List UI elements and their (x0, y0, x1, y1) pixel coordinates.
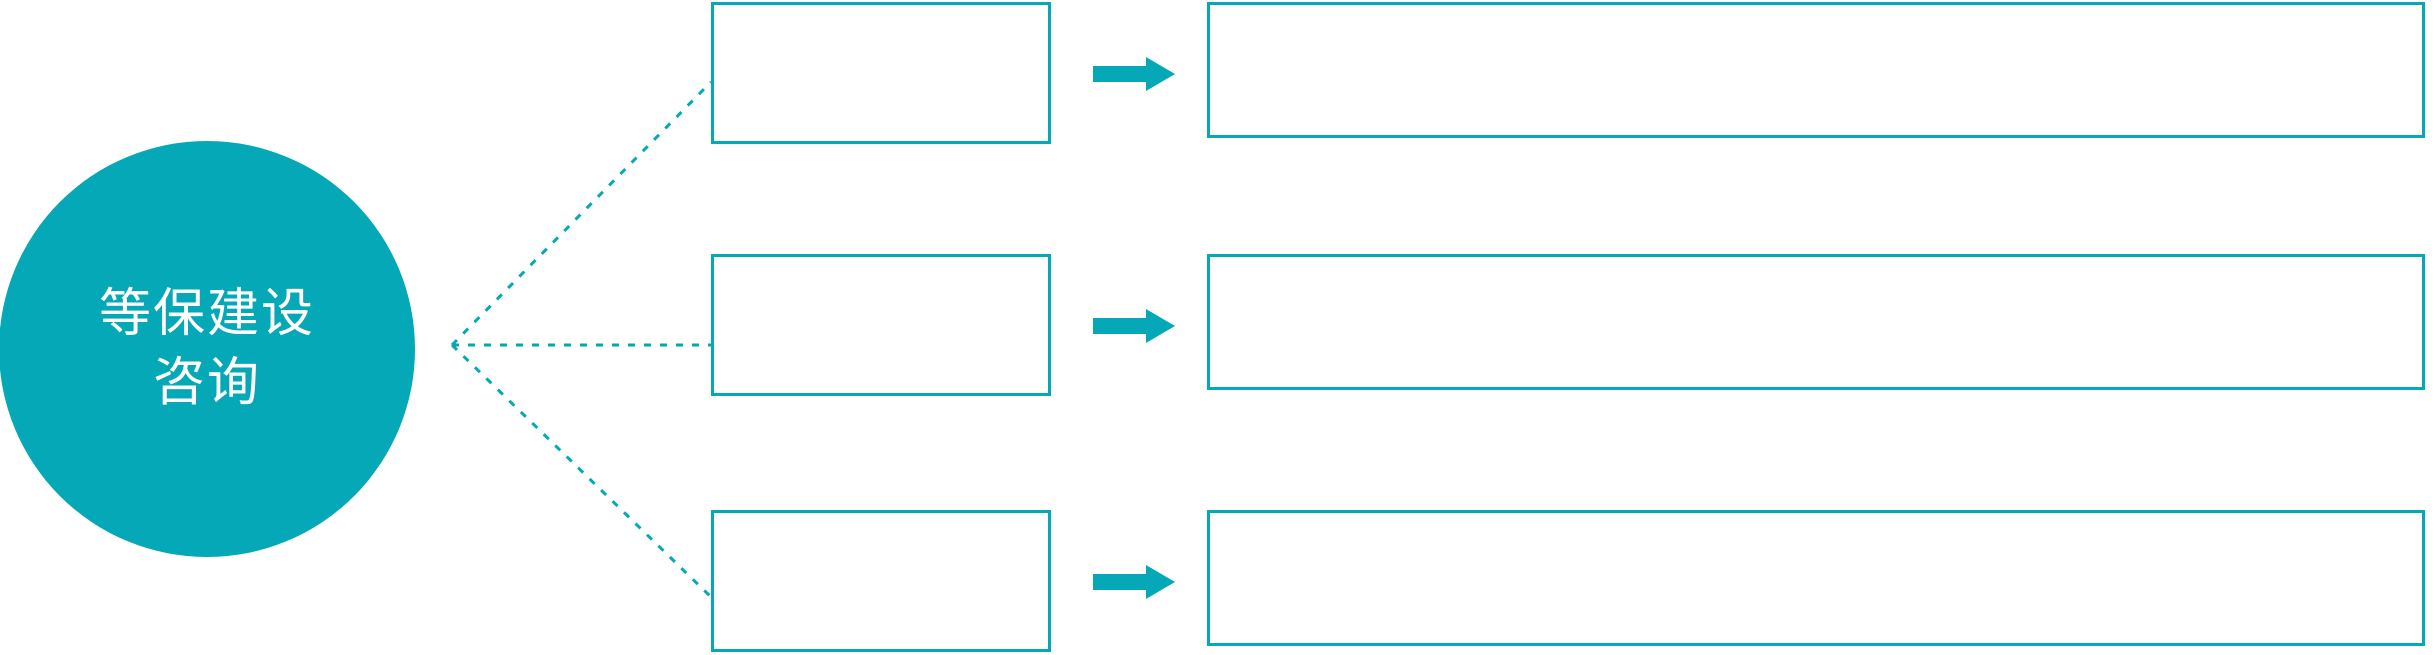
right-arrow-icon (1093, 565, 1175, 599)
right-arrow-icon (1093, 57, 1175, 91)
stage-box-row-3[interactable] (711, 510, 1051, 652)
flow-row (0, 510, 2434, 652)
hub-circle[interactable]: 等保建设 咨询 (0, 141, 415, 557)
flow-row (0, 2, 2434, 144)
detail-box-row-2[interactable] (1207, 254, 2425, 390)
stage-box-row-1[interactable] (711, 2, 1051, 144)
detail-box-row-3[interactable] (1207, 510, 2425, 646)
stage-box-row-2[interactable] (711, 254, 1051, 396)
flow-row (0, 254, 2434, 396)
detail-box-row-1[interactable] (1207, 2, 2425, 138)
hub-label-line-2: 咨询 (152, 354, 261, 412)
hub-label-line-1: 等保建设 (98, 285, 315, 344)
right-arrow-icon (1093, 309, 1175, 343)
